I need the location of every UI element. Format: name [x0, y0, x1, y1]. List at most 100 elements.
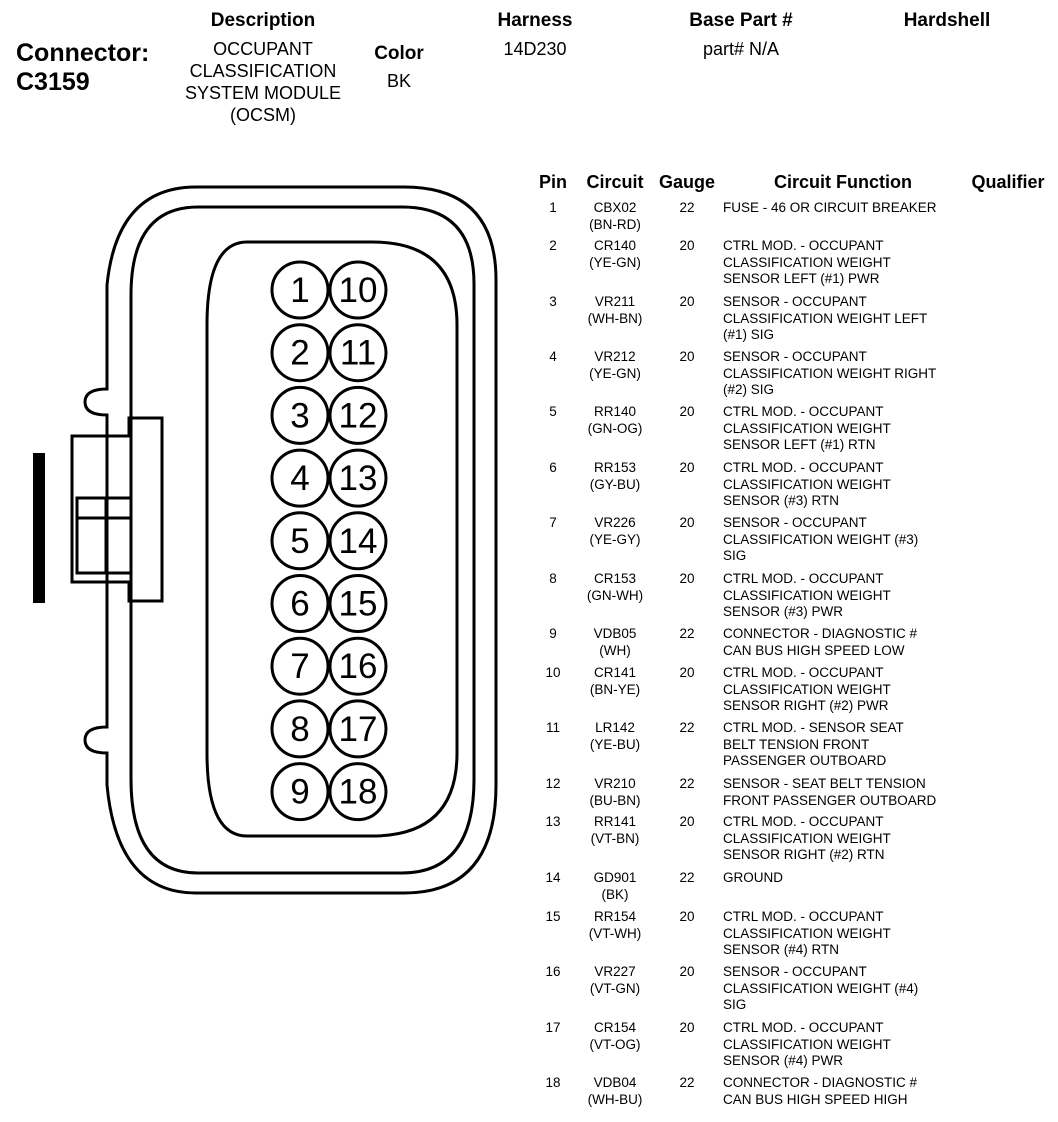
column-header-circuit-function: Circuit Function [774, 172, 912, 192]
circuit-line: RR154 [593, 909, 637, 924]
function-line: SENSOR (#3) PWR [723, 604, 844, 619]
circuit-line: (BN-YE) [589, 681, 641, 697]
gauge-cell: 20 [679, 814, 695, 829]
circuit-line: VR211 [594, 294, 636, 309]
function-line: GROUND [723, 870, 783, 885]
harness-heading: Harness [497, 10, 573, 31]
pin-number: 4 [290, 459, 309, 498]
pin-number: 15 [339, 585, 378, 624]
function-line: FRONT PASSENGER OUTBOARD [723, 792, 937, 808]
pin-number: 7 [290, 647, 309, 686]
circuit-line: VR227 [594, 964, 636, 979]
lock-tab-shading [33, 453, 45, 603]
gauge-cell: 20 [679, 294, 695, 309]
pin-circle [270, 699, 330, 759]
function-line: CLASSIFICATION WEIGHT LEFT [723, 310, 928, 326]
base-part-heading: Base Part # [689, 10, 793, 31]
pin-circle [270, 636, 330, 696]
column-header-gauge: Gauge [658, 172, 715, 192]
pin-circle [270, 385, 330, 445]
circuit-cell: RR141(VT-BN) [577, 814, 653, 847]
function-line: SENSOR (#4) RTN [723, 942, 840, 957]
gauge-cell: 20 [679, 665, 695, 680]
function-line: SENSOR RIGHT (#2) RTN [723, 847, 885, 862]
circuit-line: CR154 [593, 1020, 637, 1035]
circuit-cell: CR140(YE-GN) [577, 238, 653, 271]
function-line: CTRL MOD. - OCCUPANT [723, 571, 884, 586]
gauge-cell: 22 [679, 720, 695, 735]
circuit-cell: VR227(VT-GN) [577, 964, 653, 997]
circuit-line: (VT-GN) [589, 980, 641, 996]
pin-circle [328, 385, 388, 445]
function-line: SENSOR LEFT (#1) RTN [723, 437, 876, 452]
pin-cell: 13 [545, 814, 561, 829]
connector-label: Connector: [16, 39, 150, 67]
pin-cell: 18 [545, 1075, 561, 1090]
circuit-line: VR212 [594, 349, 636, 364]
circuit-line: RR140 [593, 404, 637, 419]
connector-id: C3159 [16, 68, 90, 96]
circuit-line: CR153 [593, 571, 637, 586]
pin-circle [328, 699, 388, 759]
circuit-line: (BU-BN) [589, 792, 641, 808]
base-part-value: part# N/A [702, 39, 780, 59]
function-line: CTRL MOD. - OCCUPANT [723, 909, 884, 924]
function-line: PASSENGER OUTBOARD [723, 753, 887, 768]
pin-circle [270, 574, 330, 633]
pin-circle [328, 511, 388, 571]
gauge-cell: 20 [679, 349, 695, 364]
circuit-line: CR140 [593, 238, 637, 253]
circuit-cell: LR142(YE-BU) [577, 720, 653, 753]
circuit-line: CBX02 [593, 200, 637, 215]
pin-cell: 14 [545, 870, 561, 885]
function-cell: CONNECTOR - DIAGNOSTIC #CAN BUS HIGH SPE… [723, 1075, 973, 1108]
column-header-qualifier: Qualifier [971, 172, 1045, 192]
function-line: CLASSIFICATION WEIGHT [723, 587, 891, 603]
pin-number: 1 [290, 271, 309, 310]
circuit-line: (GN-OG) [587, 420, 643, 436]
pin-circle [328, 762, 388, 822]
function-line: SENSOR LEFT (#1) PWR [723, 271, 880, 286]
function-line: CAN BUS HIGH SPEED HIGH [723, 1091, 908, 1107]
function-line: SENSOR - OCCUPANT [723, 349, 867, 364]
color-value: BK [386, 71, 411, 91]
circuit-line: (VT-BN) [590, 830, 640, 846]
function-line: CTRL MOD. - OCCUPANT [723, 814, 884, 829]
function-line: SENSOR RIGHT (#2) PWR [723, 698, 889, 713]
pin-number: 11 [340, 334, 376, 373]
gauge-cell: 20 [679, 964, 695, 979]
gauge-cell: 22 [679, 626, 695, 641]
function-line: CTRL MOD. - SENSOR SEAT [723, 720, 904, 735]
pin-cell: 9 [549, 626, 557, 641]
gauge-cell: 20 [679, 515, 695, 530]
circuit-line: VR210 [594, 776, 636, 791]
pin-cell: 15 [545, 909, 561, 924]
gauge-cell: 20 [679, 909, 695, 924]
function-line: FUSE - 46 OR CIRCUIT BREAKER [723, 200, 937, 215]
column-header-circuit: Circuit [586, 172, 644, 192]
hardshell-heading: Hardshell [903, 10, 991, 31]
function-line: CTRL MOD. - OCCUPANT [723, 665, 884, 680]
circuit-line: (YE-GY) [589, 531, 641, 547]
pin-number: 2 [290, 334, 309, 373]
function-line: (#1) SIG [723, 327, 775, 342]
function-line: CLASSIFICATION WEIGHT [723, 254, 891, 270]
function-line: CLASSIFICATION WEIGHT [723, 830, 891, 846]
pin-number: 13 [339, 459, 378, 498]
function-line: SENSOR (#3) RTN [723, 493, 840, 508]
circuit-cell: VDB04(WH-BU) [577, 1075, 653, 1108]
circuit-line: RR153 [593, 460, 637, 475]
circuit-line: (WH-BN) [587, 310, 643, 326]
circuit-cell: RR140(GN-OG) [577, 404, 653, 437]
pin-circle [270, 511, 330, 571]
